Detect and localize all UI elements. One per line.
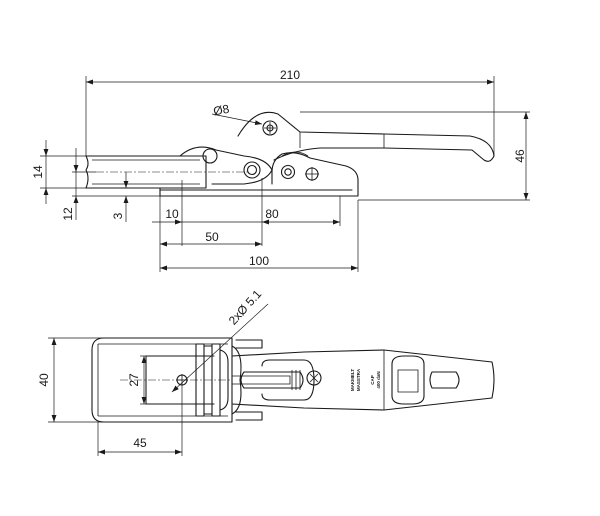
lever-pin-outer [262, 120, 278, 136]
top-view: MAKMELT MASSTRA CAP 400 daN [91, 337, 495, 423]
dim-slot-start: 10 [165, 207, 179, 221]
dim-hole-callout: 2xØ 5.1 [226, 287, 265, 328]
hook-tip [85, 155, 89, 189]
dim-overall-length: 210 [280, 68, 300, 82]
marking-brand-2: MASSTRA [356, 368, 361, 391]
base-bracket [159, 152, 359, 197]
dim-overall-height: 46 [513, 149, 527, 163]
hinge-roller [195, 343, 205, 417]
top-dimensions: 40 27 2xØ 5.1 45 [37, 287, 269, 456]
marking-brand-1: MAKMELT [350, 369, 355, 391]
marking-capacity-1: CAP [370, 375, 375, 385]
dim-base-offset: 12 [61, 207, 75, 221]
dim-hole-spacing-length: 45 [133, 436, 147, 450]
side-dimensions: 210 Ø8 46 14 12 3 10 [31, 68, 530, 272]
link-pin-outer [243, 161, 261, 179]
handle-body [231, 349, 495, 411]
lever-handle [237, 111, 495, 162]
hinge-pin-circle [202, 148, 218, 164]
dim-base-width: 40 [37, 373, 51, 387]
release-window [391, 355, 425, 405]
side-view [85, 111, 495, 197]
hinge-link [179, 146, 273, 185]
base-pin-inner [284, 168, 292, 176]
marking-capacity-2: 400 daN [376, 371, 381, 388]
logo-badge-icon [306, 370, 322, 386]
dim-pin-diameter: Ø8 [212, 102, 231, 119]
dim-pivot-distance: 50 [205, 230, 219, 244]
adjust-slot [240, 371, 304, 389]
dim-hole-spacing-width: 27 [127, 373, 141, 387]
dim-hook-height: 14 [31, 165, 45, 179]
link-pin-inner [246, 164, 258, 176]
dim-slot-length: 80 [265, 207, 279, 221]
dim-gap: 3 [111, 212, 125, 219]
base-pin-outer [280, 164, 296, 180]
dim-base-length: 100 [249, 254, 269, 268]
